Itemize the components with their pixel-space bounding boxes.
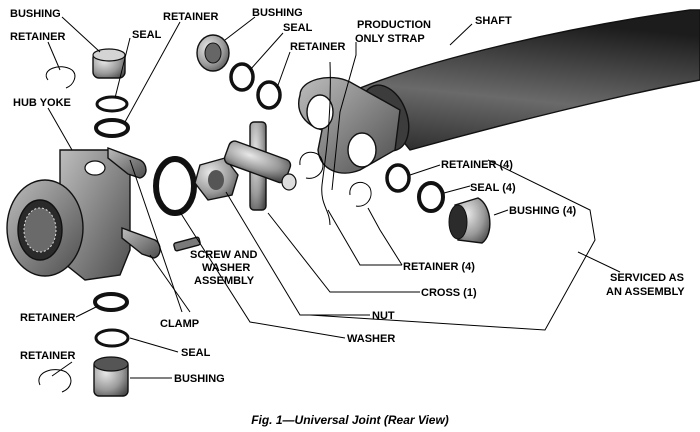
label-retainer-top-mid: RETAINER [163,11,218,23]
retainer-ring-top-mid [256,80,282,110]
shaft-yoke-hole-2 [347,132,377,168]
cross-trunnion-end [281,173,297,191]
hub-yoke-splines [23,207,57,253]
retainer-clip-4b [349,181,372,207]
seal-ring-bottom [94,328,130,348]
label-seal-top-left: SEAL [132,29,162,41]
shaft-tube [358,9,700,151]
label-bushing-top-mid: BUSHING [252,7,303,19]
seal-ring-top-mid [229,62,255,92]
bushing-cup-top-left-cap [92,48,126,62]
shaft-yoke-hole-1 [306,94,334,130]
hub-yoke-ear-hole [84,160,106,176]
seal-ring-top-left [95,95,129,113]
bushing-top-mid-bore [204,42,222,64]
label-screw-1: SCREW AND [190,249,257,261]
label-retainer-top-mid2: RETAINER [290,41,345,53]
retainer-ring-top-left [94,118,130,138]
label-retainer-4-upper: RETAINER (4) [441,159,513,171]
label-retainer-bottom-left: RETAINER [20,312,75,324]
label-screw-3: ASSEMBLY [194,275,255,287]
bushing-cup-bottom-top [93,356,129,372]
label-retainer-4-lower: RETAINER (4) [403,261,475,273]
label-hub-yoke: HUB YOKE [13,97,71,109]
label-seal-bottom: SEAL [181,347,211,359]
label-screw-2: WASHER [202,262,250,274]
nut-hole [208,170,224,190]
label-clamp: CLAMP [160,318,199,330]
label-cross: CROSS (1) [421,287,477,299]
large-washer [153,156,197,216]
seal-ring-4 [417,181,445,213]
label-shaft: SHAFT [475,15,512,27]
retainer-ring-bottom [93,292,129,312]
label-seal-top-mid: SEAL [283,22,313,34]
label-washer: WASHER [347,333,395,345]
retainer-clip-top-left [45,66,76,89]
leader-lines [47,16,621,379]
retainer-ring-4 [385,163,411,193]
retainer-clip-4a [299,151,324,179]
label-serviced-1: SERVICED AS [610,272,684,284]
label-retainer-bottom-left2: RETAINER [20,350,75,362]
label-production-strap-1: PRODUCTION [357,19,431,31]
bushing-cup-4-face [448,204,468,240]
label-production-strap-2: ONLY STRAP [355,33,425,45]
cross-horizontal [223,140,292,184]
label-retainer-top-left: RETAINER [10,31,65,43]
label-bushing-bottom: BUSHING [174,373,225,385]
label-bushing-top: BUSHING [10,8,61,20]
clamp-lower [121,227,161,259]
screw [173,236,201,252]
production-strap [321,61,331,226]
retainer-clip-bottom [38,369,72,393]
label-bushing-4: BUSHING (4) [509,205,577,217]
figure-caption: Fig. 1—Universal Joint (Rear View) [251,413,449,427]
clamp-upper [107,146,147,179]
label-seal-4: SEAL (4) [470,182,516,194]
label-serviced-2: AN ASSEMBLY [606,286,685,298]
label-nut: NUT [372,310,395,322]
